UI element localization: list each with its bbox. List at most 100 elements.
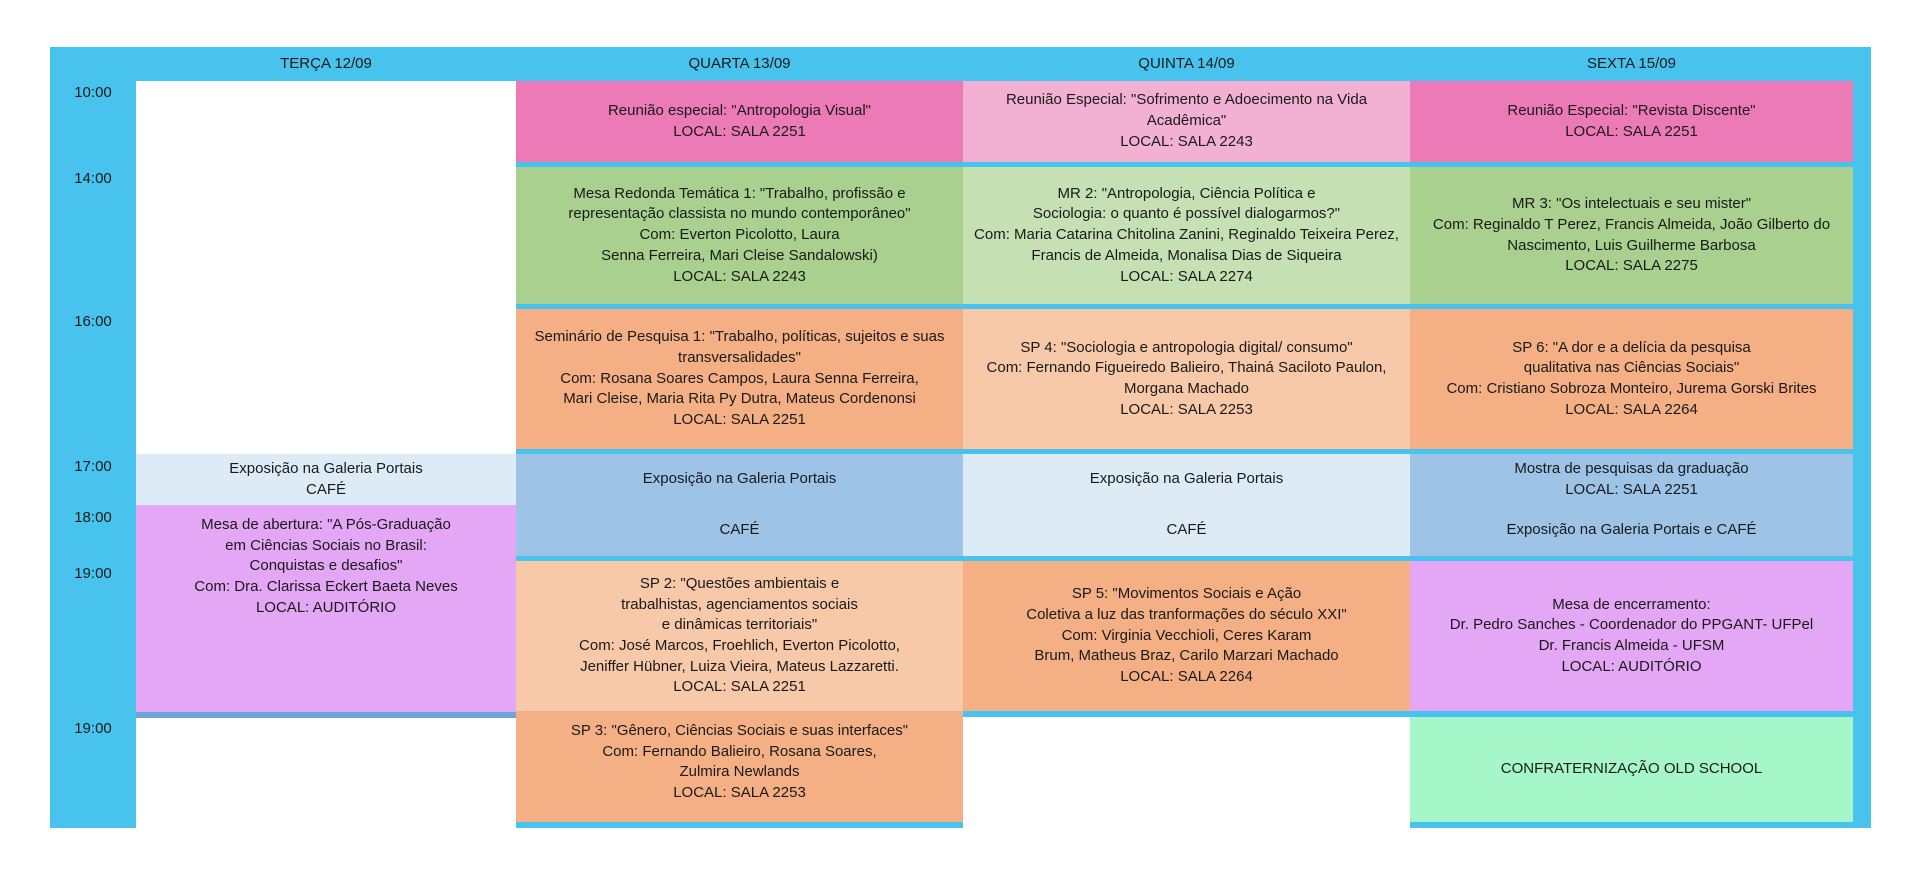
event-text-line: Acadêmica"	[1146, 112, 1227, 130]
day-header-wednesday: QUARTA 13/09	[688, 55, 791, 72]
event-text-line: Reunião Especial: "Sofrimento e Adoecime…	[1005, 91, 1368, 109]
time-label-1900-second: 19:00	[74, 720, 112, 737]
event-text-line: SP 2: "Questões ambientais e	[639, 574, 840, 592]
tuesday-morning-empty	[136, 81, 516, 454]
event-text-line: Mari Cleise, Maria Rita Py Dutra, Mateus…	[563, 390, 916, 408]
tuesday-evening-empty	[136, 718, 516, 828]
event-text-line: Dr. Pedro Sanches - Coordenador do PPGAN…	[1449, 616, 1814, 634]
event-text-line: LOCAL: SALA 2275	[1565, 257, 1698, 275]
schedule-grid: TERÇA 12/09 QUARTA 13/09 QUINTA 14/09 SE…	[50, 47, 1871, 828]
event-text-line: LOCAL: SALA 2251	[1565, 122, 1698, 140]
event-text-line: Com: Fernando Balieiro, Rosana Soares,	[602, 742, 877, 760]
event-text-line: LOCAL: SALA 2264	[1565, 400, 1698, 418]
event-text-line: LOCAL: SALA 2243	[1120, 132, 1253, 150]
time-label-1700: 17:00	[74, 458, 112, 475]
friday-1600-cell: SP 6: "A dor e a delícia da pesquisa qual…	[1410, 309, 1853, 449]
friday-1000-cell: Reunião Especial: "Revista Discente" LOCA…	[1410, 81, 1853, 162]
event-text-line: Com: Cristiano Sobroza Monteiro, Jurema …	[1446, 380, 1817, 397]
event-text-line: Exposição na Galeria Portais	[642, 470, 837, 488]
event-text-line: LOCAL: SALA 2251	[673, 678, 806, 696]
friday-1400-cell: MR 3: "Os intelectuais e seu mister" Com:…	[1410, 167, 1853, 304]
event-text-line: Com: Reginaldo T Perez, Francis Almeida,…	[1432, 215, 1831, 233]
event-text-line: Conquistas e desafios"	[249, 557, 403, 575]
tuesday-1800-cell: Mesa de abertura: "A Pós-Graduação em Ciê…	[136, 505, 516, 712]
event-text-line: Com: Dra. Clarissa Eckert Baeta Neves	[194, 578, 458, 596]
event-text-line: CAFÉ	[1166, 521, 1207, 539]
thursday-evening-empty	[963, 717, 1410, 828]
time-label-1600: 16:00	[74, 313, 112, 330]
event-text-line: Reunião especial: "Antropologia Visual"	[607, 101, 872, 119]
event-text-line: Morgana Machado	[1123, 380, 1250, 397]
thursday-1000-cell: Reunião Especial: "Sofrimento e Adoecime…	[963, 81, 1410, 162]
event-text-line: Coletiva a luz das tranformações do sécu…	[1026, 605, 1347, 623]
event-text-line: LOCAL: AUDITÓRIO	[1561, 657, 1702, 675]
wednesday-1600-cell: Seminário de Pesquisa 1: "Trabalho, polí…	[516, 309, 963, 449]
event-text-line: Com: Rosana Soares Campos, Laura Senna F…	[560, 369, 919, 387]
event-text-line: LOCAL: SALA 2253	[1120, 400, 1253, 418]
wednesday-2000-cell: SP 3: "Gênero, Ciências Sociais e suas i…	[516, 711, 963, 822]
event-text-line: MR 2: "Antropologia, Ciência Política e	[1057, 184, 1316, 202]
thursday-1400-cell: MR 2: "Antropologia, Ciência Política e S…	[963, 167, 1410, 304]
event-text-line: Com: Fernando Figueiredo Balieiro, Thain…	[986, 359, 1387, 377]
wednesday-1800-cell: CAFÉ	[516, 505, 963, 556]
event-text-line: Francis de Almeida, Monalisa Dias de Siq…	[1031, 246, 1342, 264]
event-text-line: Seminário de Pesquisa 1: "Trabalho, polí…	[534, 328, 945, 346]
event-text-line: LOCAL: SALA 2251	[673, 411, 806, 429]
time-label-1000: 10:00	[74, 84, 112, 101]
wednesday-1900-cell: SP 2: "Questões ambientais e trabalhistas…	[516, 561, 963, 711]
event-text-line: trabalhistas, agenciamentos sociais	[621, 595, 858, 613]
event-text-line: MR 3: "Os intelectuais e seu mister"	[1511, 195, 1752, 213]
thursday-1800-cell: CAFÉ	[963, 505, 1410, 556]
friday-1800-cell: Exposição na Galeria Portais e CAFÉ	[1410, 505, 1853, 556]
event-text-line: Com: Maria Catarina Chitolina Zanini, Re…	[974, 226, 1399, 244]
event-text-line: Com: José Marcos, Froehlich, Everton Pic…	[579, 637, 900, 654]
event-text-line: SP 5: "Movimentos Sociais e Ação	[1071, 585, 1302, 603]
event-text-line: LOCAL: SALA 2253	[673, 784, 806, 802]
event-text-line: qualitativa nas Ciências Sociais"	[1523, 359, 1740, 377]
event-text-line: Sociologia: o quanto é possível dialogar…	[1032, 205, 1341, 223]
event-text-line: LOCAL: SALA 2251	[673, 122, 806, 140]
event-text-line: Nascimento, Luis Guilherme Barbosa	[1507, 236, 1756, 254]
event-text-line: Zulmira Newlands	[679, 763, 800, 781]
time-label-1900: 19:00	[74, 565, 112, 582]
day-header-thursday: QUINTA 14/09	[1138, 55, 1235, 72]
event-text-line: Jeniffer Hübner, Luiza Vieira, Mateus La…	[580, 657, 899, 675]
event-text-line: transversalidades"	[678, 348, 801, 366]
event-text-line: Brum, Matheus Braz, Carilo Marzari Macha…	[1034, 647, 1339, 665]
event-text-line: CAFÉ	[305, 480, 346, 498]
event-text-line: Mesa de encerramento:	[1552, 595, 1711, 613]
event-text-line: Dr. Francis Almeida - UFSM	[1538, 637, 1725, 654]
event-text-line: CONFRATERNIZAÇÃO OLD SCHOOL	[1500, 760, 1763, 778]
tuesday-divider	[136, 712, 516, 718]
event-text-line: LOCAL: SALA 2264	[1120, 668, 1253, 686]
event-text-line: em Ciências Sociais no Brasil:	[225, 536, 427, 554]
event-text-line: CAFÉ	[719, 521, 760, 539]
event-text-line: LOCAL: SALA 2243	[673, 267, 806, 285]
day-header-tuesday: TERÇA 12/09	[280, 55, 372, 72]
event-text-line: Exposição na Galeria Portais	[1089, 470, 1284, 488]
event-text-line: LOCAL: SALA 2251	[1565, 480, 1698, 498]
thursday-1600-cell: SP 4: "Sociologia e antropologia digital…	[963, 309, 1410, 449]
event-text-line: LOCAL: SALA 2274	[1120, 267, 1253, 285]
event-text-line: SP 6: "A dor e a delícia da pesquisa	[1512, 338, 1751, 356]
event-text-line: SP 3: "Gênero, Ciências Sociais e suas i…	[570, 722, 909, 739]
event-text-line: representação classista no mundo contemp…	[568, 205, 911, 223]
friday-2000-cell: CONFRATERNIZAÇÃO OLD SCHOOL	[1410, 717, 1853, 822]
event-text-line: Mesa Redonda Temática 1: "Trabalho, prof…	[573, 184, 906, 202]
event-text-line: LOCAL: AUDITÓRIO	[255, 598, 397, 616]
event-text-line: Mesa de abertura: "A Pós-Graduação	[201, 516, 451, 533]
event-text-line: Exposição na Galeria Portais e CAFÉ	[1506, 521, 1757, 539]
time-label-1800: 18:00	[74, 509, 112, 526]
event-text-line: Reunião Especial: "Revista Discente"	[1507, 101, 1756, 119]
event-text-line: e dinâmicas territoriais"	[661, 616, 818, 634]
event-text-line: Mostra de pesquisas da graduação	[1514, 459, 1749, 477]
event-text-line: SP 4: "Sociologia e antropologia digital…	[1020, 338, 1353, 356]
day-header-friday: SEXTA 15/09	[1587, 55, 1676, 72]
event-text-line: Com: Virginia Vecchioli, Ceres Karam	[1061, 626, 1312, 644]
friday-1900-cell: Mesa de encerramento: Dr. Pedro Sanches -…	[1410, 561, 1853, 711]
wednesday-1700-cell: Exposição na Galeria Portais	[516, 454, 963, 505]
time-label-1400: 14:00	[74, 170, 112, 187]
wednesday-1000-cell: Reunião especial: "Antropologia Visual" L…	[516, 81, 963, 162]
